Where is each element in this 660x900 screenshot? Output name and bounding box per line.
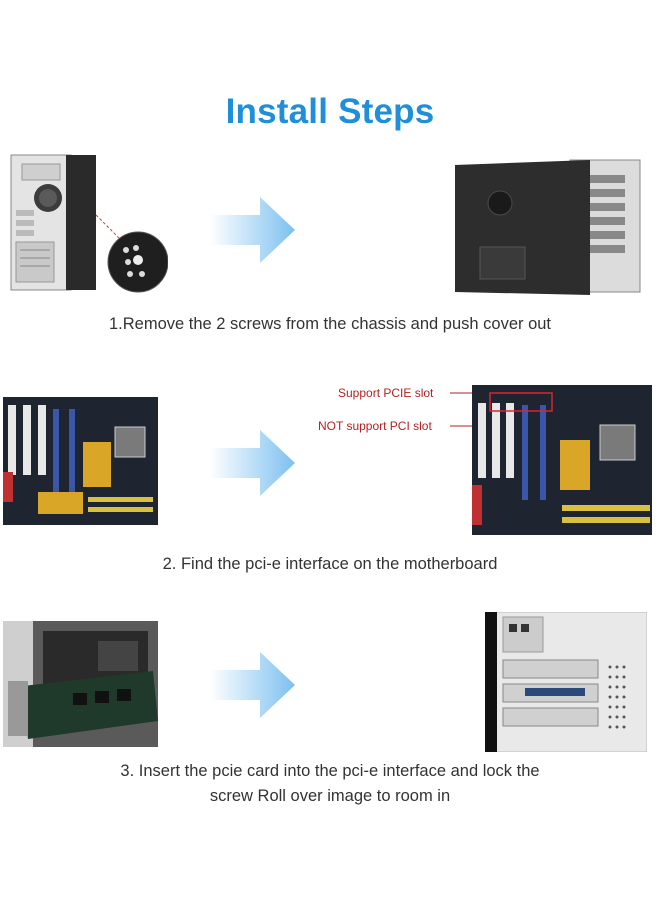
pc-cover-removed-image <box>455 159 641 295</box>
pc-tower-screw-image <box>10 154 168 293</box>
step-1-caption: 1.Remove the 2 screws from the chassis a… <box>108 315 552 333</box>
motherboard-slots-image <box>450 385 652 535</box>
not-support-pci-slot-label: NOT support PCI slot <box>318 419 432 433</box>
page-title: Install Steps <box>225 92 435 131</box>
step-3-caption-line-1: 3. Insert the pcie card into the pci-e i… <box>120 762 540 780</box>
support-pcie-slot-label: Support PCIE slot <box>338 386 434 400</box>
motherboard-image <box>3 397 158 525</box>
step-2-caption: 2. Find the pci-e interface on the mothe… <box>162 555 498 573</box>
step-3-caption: 3. Insert the pcie card into the pci-e i… <box>40 759 620 809</box>
arrow-right-icon <box>210 197 295 263</box>
pc-back-panel-image <box>485 612 647 752</box>
pcie-card-insert-image <box>3 621 158 747</box>
arrow-right-icon <box>210 430 295 496</box>
arrow-right-icon <box>210 652 295 718</box>
step-3-caption-line-2: screw Roll over image to room in <box>209 787 451 805</box>
